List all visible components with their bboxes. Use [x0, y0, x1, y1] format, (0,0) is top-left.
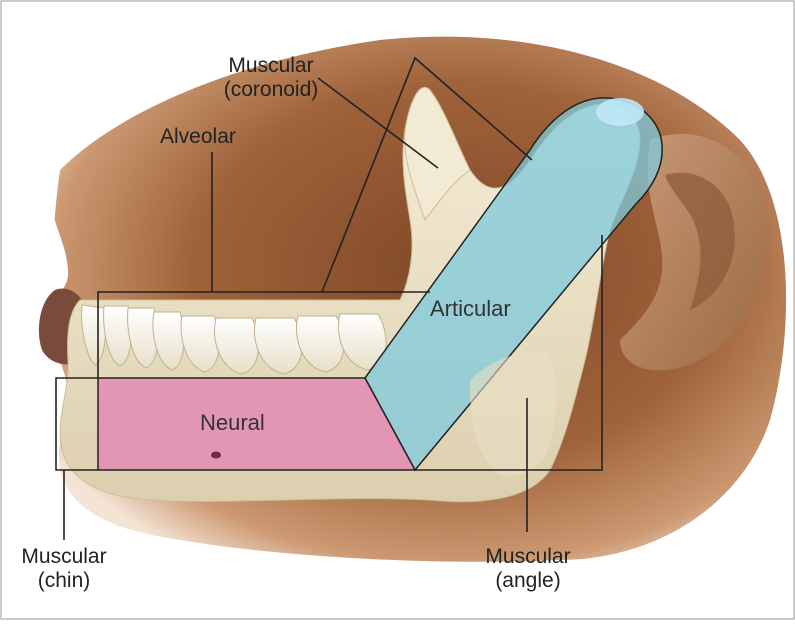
face-profile	[0, 0, 150, 620]
leader-lines	[63, 77, 528, 540]
coronoid-triangle	[321, 56, 533, 293]
label-muscular-angle-line1: Muscular	[485, 545, 571, 568]
label-muscular-coronoid-line1: Muscular	[228, 54, 314, 77]
ear	[620, 133, 766, 371]
label-muscular-chin-line1: Muscular	[21, 545, 107, 568]
label-muscular-angle: Muscular (angle)	[466, 545, 590, 593]
leader-coronoid	[317, 77, 439, 169]
mental-foramen	[211, 451, 221, 459]
coronoid-process	[404, 87, 471, 222]
label-muscular-coronoid: Muscular (coronoid)	[196, 54, 346, 102]
label-muscular-chin: Muscular (chin)	[2, 545, 126, 593]
label-muscular-coronoid-line2: (coronoid)	[223, 78, 319, 101]
label-neural: Neural	[200, 410, 265, 435]
mandible-angle	[469, 351, 557, 476]
condyle-highlight	[596, 98, 644, 126]
region-outlines	[55, 56, 603, 471]
label-muscular-chin-line2: (chin)	[37, 569, 91, 592]
chin-box	[55, 377, 98, 471]
label-alveolar: Alveolar	[160, 125, 236, 148]
alveolar-box	[97, 291, 430, 378]
angle-box	[415, 235, 603, 471]
teeth-row	[81, 304, 387, 375]
ear-inner	[665, 172, 735, 310]
label-articular: Articular	[430, 296, 511, 321]
label-muscular-angle-line2: (angle)	[495, 569, 561, 592]
